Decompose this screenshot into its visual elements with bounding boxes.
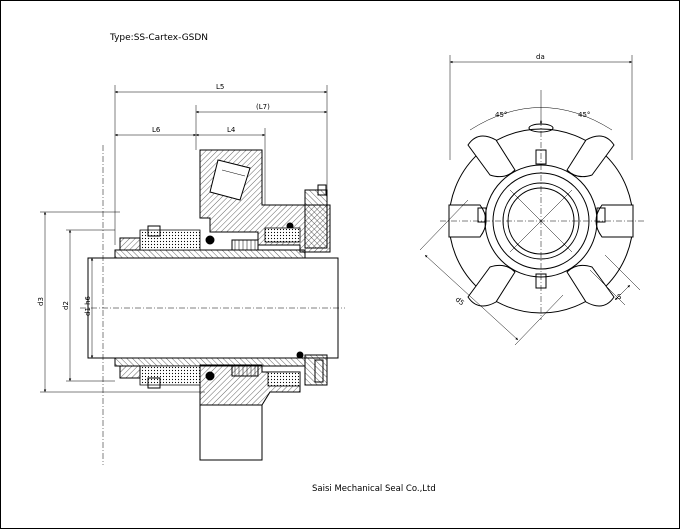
bolt-left <box>477 207 487 223</box>
spring-upper <box>231 239 259 251</box>
housing-cylinder <box>199 404 263 461</box>
dim-d5: d5 <box>454 295 466 307</box>
section-view: L5 (L7) L6 L4 d3 d2 d1 h6 <box>37 83 345 465</box>
dim-angle-left: 45° <box>495 111 507 119</box>
dim-angle-right: 45° <box>578 111 590 119</box>
type-label: Type:SS-Cartex-GSDN <box>109 33 208 43</box>
dim-l7: (L7) <box>256 103 270 111</box>
dim-l4: L4 <box>227 126 236 134</box>
sleeve-lower <box>114 357 306 367</box>
bolt-right <box>596 207 606 223</box>
dim-da: da <box>536 53 545 61</box>
end-view: da 45° 45° <box>419 53 645 346</box>
flush-port <box>209 159 251 201</box>
clamp-plate <box>304 189 328 249</box>
rotary-ring-upper <box>139 229 201 251</box>
clamp-lower <box>304 354 328 386</box>
dim-l5: L5 <box>216 83 224 91</box>
company-name: Saisi Mechanical Seal Co.,Ltd <box>312 484 436 494</box>
dim-d2: d2 <box>62 301 70 310</box>
dim-s: S <box>617 293 622 301</box>
spring-lower <box>231 365 259 377</box>
dim-d3: d3 <box>37 297 45 306</box>
rotary-ring-lower <box>139 365 201 386</box>
dim-l6: L6 <box>152 126 161 134</box>
dim-d1: d1 h6 <box>84 295 92 316</box>
sleeve-upper <box>114 249 306 259</box>
